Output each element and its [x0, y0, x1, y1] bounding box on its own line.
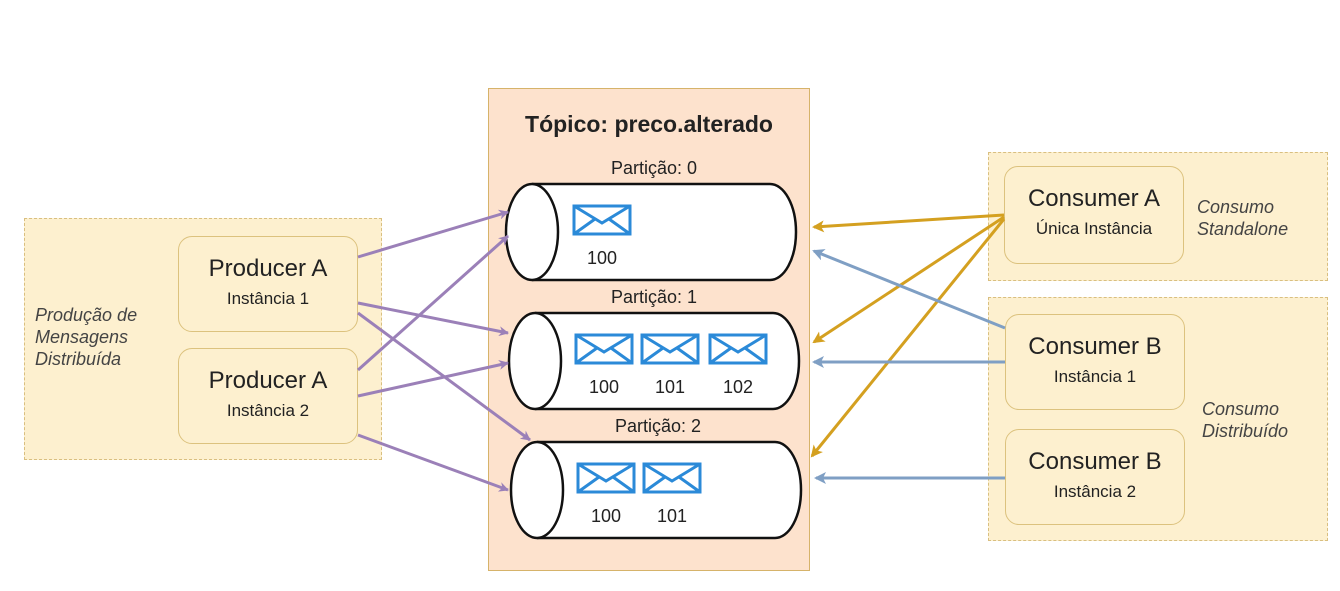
envelope-icon: [576, 462, 636, 494]
envelope-icon: [640, 333, 700, 365]
consumer-b2-instance: Instância 2: [1053, 482, 1137, 501]
standalone-group-label: Consumo Standalone: [1197, 197, 1289, 239]
p1-msg-offset: 100: [589, 377, 619, 397]
consumer-b2-name: Consumer B: [1028, 448, 1162, 475]
consumer-a-name: Consumer A: [1027, 185, 1161, 212]
producer-arrow: [357, 209, 509, 259]
producer-2-instance: Instância 2: [226, 401, 310, 420]
consumer-b1-name: Consumer B: [1028, 333, 1162, 360]
p1-msg-offset: 101: [655, 377, 685, 397]
consumer-a: Consumer A Única Instância: [1004, 166, 1184, 264]
producer-group-label: Produção de Mensagens Distribuída: [35, 305, 138, 369]
consumer-a-arrow: [812, 215, 1005, 344]
envelope-icon: [572, 204, 632, 236]
partition-0-label: Partição: 0: [610, 158, 698, 178]
p1-msg-offset: 102: [723, 377, 753, 397]
p2-msg-offset: 101: [657, 506, 687, 526]
consumer-b-instance-1: Consumer B Instância 1: [1005, 314, 1185, 410]
producer-arrow: [357, 301, 509, 337]
producer-arrow: [357, 433, 509, 492]
consumer-b1-instance: Instância 1: [1053, 367, 1137, 386]
consumer-b-instance-2: Consumer B Instância 2: [1005, 429, 1185, 525]
producer-arrow: [357, 234, 509, 372]
topic-title: Tópico: preco.alterado: [525, 111, 773, 137]
producer-arrow: [357, 360, 509, 398]
envelope-icon: [708, 333, 768, 365]
p0-msg-offset: 100: [587, 248, 617, 268]
envelope-icon: [574, 333, 634, 365]
partition-1-label: Partição: 1: [610, 287, 698, 307]
producer-a-instance-2: Producer A Instância 2: [178, 348, 358, 444]
partition-0-cylinder: [504, 182, 798, 282]
distributed-group-label: Consumo Distribuído: [1202, 399, 1289, 441]
consumer-b-arrow: [812, 249, 1006, 330]
envelope-icon: [642, 462, 702, 494]
partition-2-label: Partição: 2: [614, 416, 702, 436]
p2-msg-offset: 100: [591, 506, 621, 526]
consumer-a-arrow: [812, 213, 1005, 233]
consumer-a-instance: Única Instância: [1035, 219, 1153, 238]
producer-1-instance: Instância 1: [226, 289, 310, 308]
producer-2-name: Producer A: [208, 367, 328, 394]
producer-a-instance-1: Producer A Instância 1: [178, 236, 358, 332]
producer-1-name: Producer A: [208, 255, 328, 282]
consumer-a-arrow: [810, 218, 1006, 458]
